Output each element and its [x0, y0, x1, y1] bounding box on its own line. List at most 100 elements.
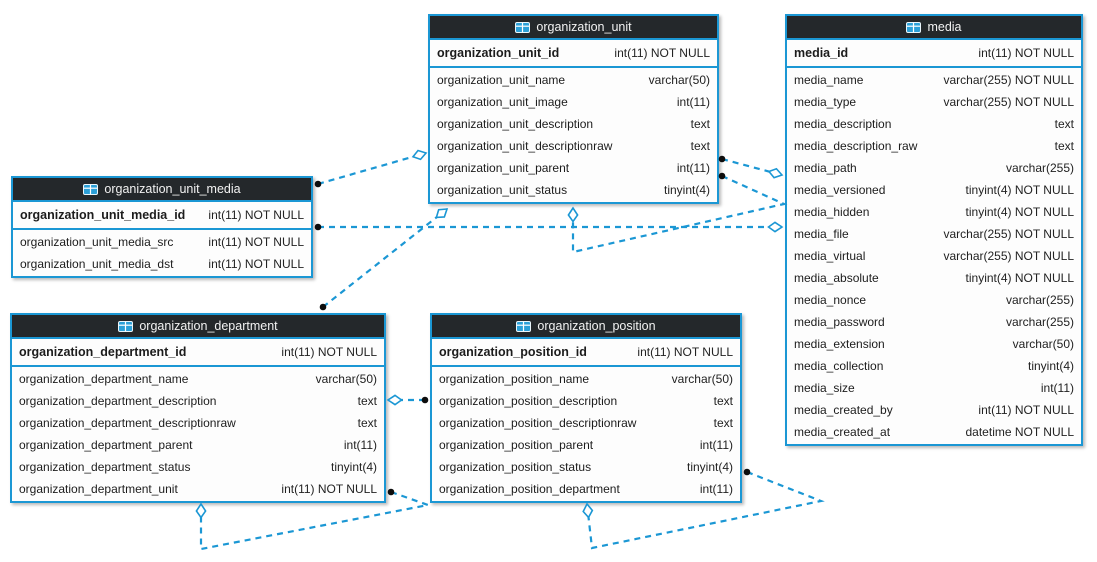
column-row[interactable]: media_collection tinyint(4): [787, 355, 1081, 377]
table-header[interactable]: media: [787, 16, 1081, 40]
column-type: int(11) NOT NULL: [614, 46, 710, 60]
column-name: media_size: [794, 381, 855, 395]
column-name: media_created_by: [794, 403, 893, 417]
column-type: int(11) NOT NULL: [637, 345, 733, 359]
column-name: media_path: [794, 161, 857, 175]
column-type: int(11): [1040, 381, 1074, 395]
column-name: media_hidden: [794, 205, 870, 219]
column-type: varchar(50): [671, 372, 733, 386]
column-name: organization_unit_description: [437, 117, 594, 131]
column-type: int(11) NOT NULL: [208, 257, 304, 271]
column-type: varchar(50): [315, 372, 377, 386]
column-type: tinyint(4): [686, 460, 733, 474]
table-title: organization_unit_media: [104, 182, 241, 196]
pk-diamond-marker: [435, 208, 449, 219]
fk-dot-marker: [314, 223, 322, 231]
table-header[interactable]: organization_department: [12, 315, 384, 339]
table-header[interactable]: organization_position: [432, 315, 740, 339]
table-organization_position[interactable]: organization_position organization_positi…: [430, 313, 742, 503]
column-type: text: [357, 416, 377, 430]
relationship-line[interactable]: [721, 157, 783, 177]
column-name: organization_position_department: [439, 482, 620, 496]
column-type: datetime NOT NULL: [965, 425, 1075, 439]
column-name: organization_unit_media_id: [20, 208, 186, 222]
table-header[interactable]: organization_unit: [430, 16, 717, 40]
column-name: media_nonce: [794, 293, 867, 307]
pk-diamond-marker: [411, 149, 428, 161]
column-row[interactable]: media_size int(11): [787, 377, 1081, 399]
column-name: media_collection: [794, 359, 884, 373]
column-type: tinyint(4): [1027, 359, 1074, 373]
column-type: text: [357, 394, 377, 408]
table-header[interactable]: organization_unit_media: [13, 178, 311, 202]
column-name: organization_department_status: [19, 460, 191, 474]
relationship-line[interactable]: [322, 208, 448, 308]
table-organization_unit_media[interactable]: organization_unit_media organization_unit…: [11, 176, 313, 278]
fk-dot-marker: [319, 303, 327, 311]
column-name: media_description: [794, 117, 892, 131]
column-name: organization_unit_name: [437, 73, 566, 87]
column-name: organization_position_descriptionraw: [439, 416, 637, 430]
table-icon: [515, 21, 531, 33]
column-type: int(11) NOT NULL: [281, 482, 377, 496]
column-type: varchar(255) NOT NULL: [943, 73, 1075, 87]
column-type: varchar(255) NOT NULL: [943, 249, 1075, 263]
column-row[interactable]: organization_department_status tinyint(4): [12, 456, 384, 478]
table-title: organization_position: [537, 319, 656, 333]
fk-dot-marker: [421, 396, 429, 404]
table-title: organization_unit: [536, 20, 632, 34]
column-type: text: [690, 139, 710, 153]
column-row[interactable]: media_description text: [787, 113, 1081, 135]
relationship-line[interactable]: [317, 151, 427, 186]
column-name: media_description_raw: [794, 139, 918, 153]
pk-diamond-marker: [767, 167, 784, 179]
column-type: tinyint(4): [330, 460, 377, 474]
column-name: organization_department_parent: [19, 438, 193, 452]
column-type: text: [1054, 117, 1074, 131]
